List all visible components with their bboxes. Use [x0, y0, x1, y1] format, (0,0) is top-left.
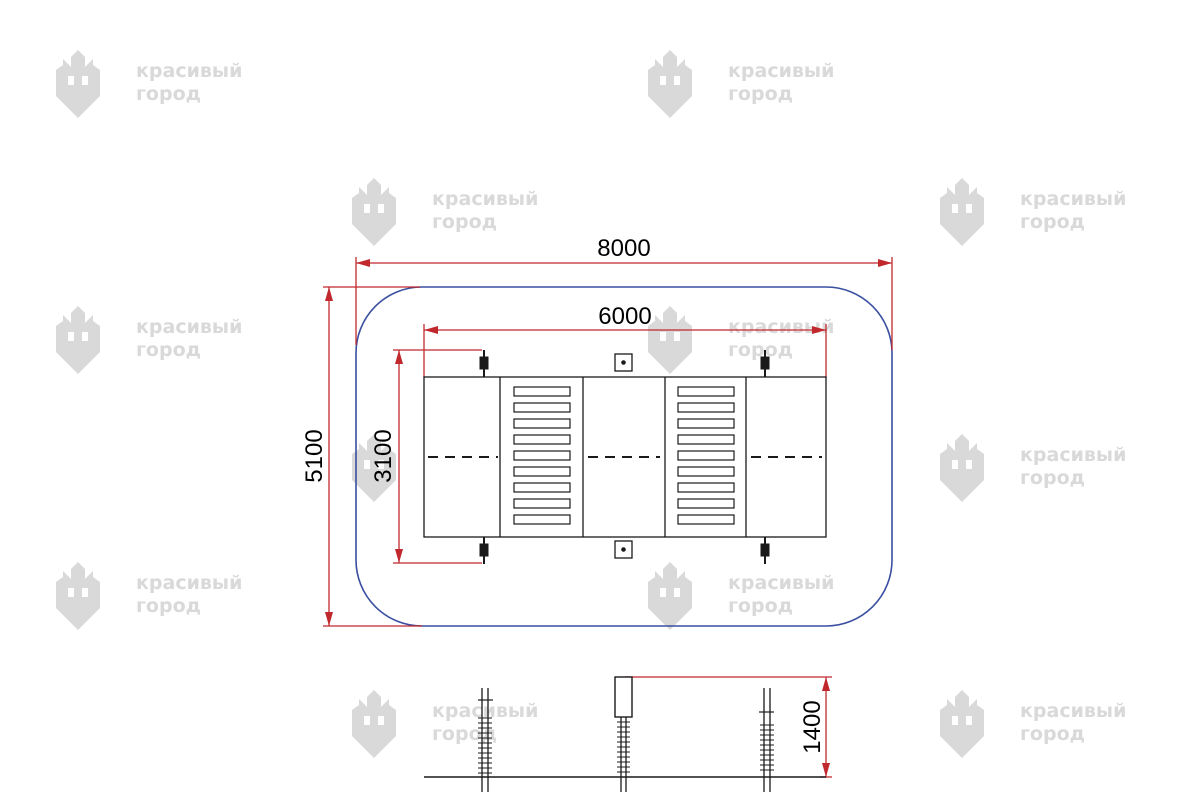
watermark: красивый город	[56, 562, 242, 630]
watermark: красивый город	[940, 434, 1126, 502]
ladder-panel-right	[677, 386, 735, 525]
post-bottom-center	[614, 540, 633, 559]
watermark-line1: красивый	[136, 316, 242, 338]
ladder-panel-left	[513, 386, 571, 525]
ladder-rung	[513, 466, 571, 477]
watermark-logo-icon	[940, 690, 984, 758]
ladder-rung	[677, 466, 735, 477]
ladder-rung	[513, 418, 571, 429]
dim-overall-width-label: 8000	[597, 235, 650, 262]
ladder-rung	[513, 498, 571, 509]
dim-inner-depth-label: 3100	[370, 429, 397, 482]
arrow-icon	[395, 549, 403, 563]
post-top-center	[614, 353, 633, 372]
watermark-line1: красивый	[432, 188, 538, 210]
dim-height-label: 1400	[799, 700, 826, 753]
watermark-line2: город	[1020, 723, 1085, 745]
post-bottom-left	[479, 537, 489, 564]
watermark-line2: город	[1020, 211, 1085, 233]
ladder-rung	[513, 450, 571, 461]
ladder-rung	[677, 498, 735, 509]
arrow-icon	[325, 612, 333, 626]
watermark-line1: красивый	[136, 60, 242, 82]
watermark: красивый город	[940, 690, 1126, 758]
safety-zone-outline	[355, 286, 893, 627]
watermark-line2: город	[728, 83, 793, 105]
watermark-line1: красивый	[136, 572, 242, 594]
arrow-icon	[822, 763, 830, 777]
ladder-rung	[677, 434, 735, 445]
arrow-icon	[325, 287, 333, 301]
watermark-line2: город	[728, 595, 793, 617]
watermark-line2: город	[136, 595, 201, 617]
ladder-rung	[677, 402, 735, 413]
plan-view	[423, 376, 827, 538]
post-top-right	[760, 350, 770, 377]
watermark-line1: красивый	[1020, 700, 1126, 722]
watermark: красивый город	[352, 690, 538, 758]
watermark-line2: город	[432, 723, 497, 745]
arrow-icon	[878, 259, 892, 267]
watermark-logo-icon	[940, 434, 984, 502]
watermark: красивый город	[56, 306, 242, 374]
dimension-arrows	[325, 259, 892, 777]
watermark-line2: город	[136, 339, 201, 361]
arrow-icon	[424, 326, 438, 334]
watermark-logo-icon	[940, 178, 984, 246]
watermark-line2: город	[432, 211, 497, 233]
post-top-left	[479, 350, 489, 377]
ladder-rung	[513, 514, 571, 525]
watermark-line1: красивый	[432, 700, 538, 722]
watermark-line2: город	[1020, 467, 1085, 489]
watermark-line2: город	[136, 83, 201, 105]
watermark-logo-icon	[648, 562, 692, 630]
watermark: красивый город	[648, 306, 834, 374]
watermark-line2: город	[728, 339, 793, 361]
ladder-rung	[677, 482, 735, 493]
elevation-post-center	[614, 676, 633, 792]
watermark: красивый город	[648, 50, 834, 118]
ladder-rung	[513, 386, 571, 397]
watermark-logo-icon	[648, 50, 692, 118]
elevation-post-left	[478, 688, 493, 792]
ladder-rung	[513, 482, 571, 493]
ladder-rung	[513, 434, 571, 445]
dimension-lines	[323, 257, 893, 778]
ladder-rung	[677, 450, 735, 461]
watermark-logo-icon	[352, 178, 396, 246]
post-bottom-right	[760, 537, 770, 564]
arrow-icon	[356, 259, 370, 267]
dim-overall-depth-label: 5100	[301, 429, 328, 482]
arrow-icon	[822, 677, 830, 691]
ladder-rung	[513, 402, 571, 413]
watermark-line1: красивый	[1020, 444, 1126, 466]
watermark-line1: красивый	[728, 572, 834, 594]
dim-inner-width-label: 6000	[598, 303, 651, 330]
plan-posts	[479, 350, 770, 564]
watermark: красивый город	[352, 178, 538, 246]
ladder-rung	[677, 514, 735, 525]
watermark: красивый город	[56, 50, 242, 118]
arrow-icon	[812, 326, 826, 334]
watermark-logo-icon	[56, 306, 100, 374]
elevation-view	[424, 676, 826, 792]
watermark-line1: красивый	[728, 316, 834, 338]
watermark-logo-icon	[56, 50, 100, 118]
ladder-rung	[677, 386, 735, 397]
watermark-line1: красивый	[1020, 188, 1126, 210]
ladder-rung	[677, 418, 735, 429]
watermark: красивый город	[648, 562, 834, 630]
watermark-logo-icon	[56, 562, 100, 630]
watermark-logo-icon	[648, 306, 692, 374]
arrow-icon	[395, 350, 403, 364]
watermark-line1: красивый	[728, 60, 834, 82]
elevation-post-right	[759, 688, 774, 792]
watermark-logo-icon	[352, 690, 396, 758]
watermark: красивый город	[940, 178, 1126, 246]
